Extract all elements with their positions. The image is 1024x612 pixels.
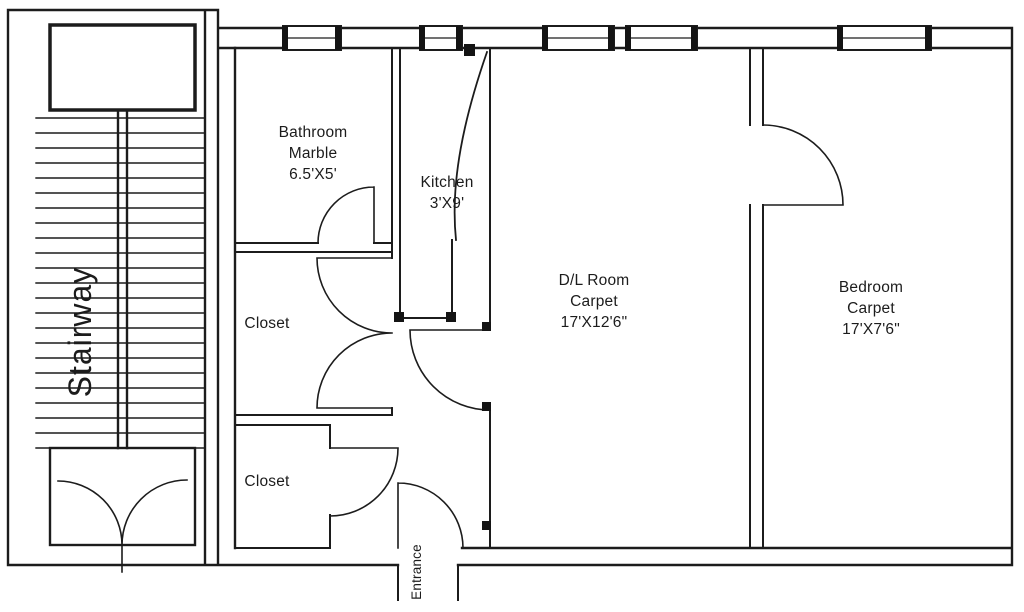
stair-rails: [116, 108, 129, 450]
bedroom-name: Bedroom: [838, 279, 904, 296]
dl-room-label: D/L Room Carpet 17'X12'6": [504, 270, 684, 333]
unit-walls: [233, 46, 844, 601]
kitchen-door-curve: [453, 50, 489, 241]
bedroom-door-arc: [762, 124, 844, 206]
bathroom-walls: [234, 47, 393, 416]
kitchen-label: Kitchen 3'X9': [377, 172, 517, 214]
dl-room-name: D/L Room: [558, 272, 630, 289]
bedroom-floor: Carpet: [847, 300, 895, 317]
stair-double-door-arcs: [57, 479, 188, 573]
stair-landing: [48, 23, 197, 112]
closet-upper-door-arcs: [316, 257, 393, 409]
window-icon: [837, 25, 932, 51]
bathroom-label: Bathroom Marble 6.5'X5': [223, 122, 403, 185]
bedroom-wall: [749, 47, 764, 549]
entrance-label: Entrance: [409, 544, 424, 600]
dl-room-floor: Carpet: [570, 293, 618, 310]
closet-lower-door-arc: [329, 447, 399, 517]
stairway-structure: [35, 23, 205, 573]
window-icon: [419, 25, 463, 51]
jamb-block: [446, 312, 456, 322]
bathroom-dims: 6.5'X5': [289, 166, 337, 183]
kitchen-dims: 3'X9': [429, 195, 465, 212]
bathroom-door-arc: [317, 186, 375, 244]
stairway-label: Stairway: [62, 266, 98, 398]
entrance-door-arc: [397, 482, 464, 549]
closet-lower-walls: [234, 424, 331, 549]
bedroom-label: Bedroom Carpet 17'X7'6": [781, 277, 961, 340]
bathroom-name: Bathroom: [278, 124, 348, 141]
window-icon: [282, 25, 342, 51]
closet-upper-label: Closet: [244, 315, 290, 332]
dl-room-dims: 17'X12'6": [560, 314, 628, 331]
window-icon: [625, 25, 698, 51]
jamb-block: [482, 322, 491, 331]
closet-upper-walls: [234, 414, 393, 426]
entrance-vestibule-walls: [397, 564, 459, 601]
door-jamb-blocks: [394, 44, 491, 530]
kitchen-walls: [399, 47, 453, 319]
jamb-block: [394, 312, 404, 322]
bedroom-dims: 17'X7'6": [842, 321, 900, 338]
closet-lower-label: Closet: [244, 473, 290, 490]
jamb-block: [482, 521, 491, 530]
stair-treads: [35, 117, 205, 449]
window-icon: [542, 25, 615, 51]
dl-room-door-arc: [409, 329, 491, 411]
jamb-block: [482, 402, 491, 411]
bathroom-floor: Marble: [288, 145, 338, 162]
jamb-block: [464, 44, 475, 56]
windows: [282, 25, 932, 51]
stair-bottom-room: [48, 446, 197, 547]
kitchen-name: Kitchen: [420, 174, 474, 191]
